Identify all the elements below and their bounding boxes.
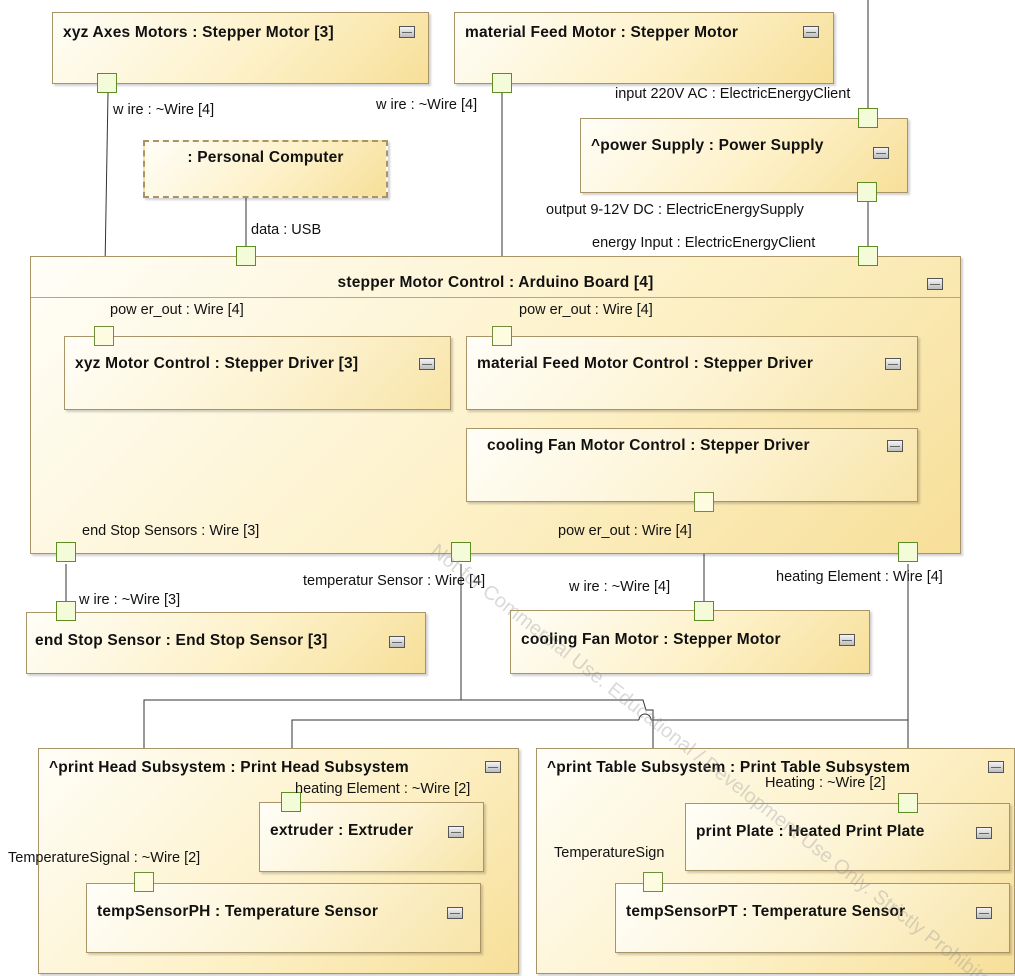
part-icon [839, 634, 855, 646]
port-label: input 220V AC : ElectricEnergyClient [615, 86, 851, 102]
part-title: ^print Table Subsystem : Print Table Sub… [547, 759, 911, 776]
part-icon [988, 761, 1004, 773]
port-ph-temperature-signal[interactable] [134, 872, 154, 892]
part-title: end Stop Sensor : End Stop Sensor [3] [35, 632, 328, 649]
part-icon [873, 147, 889, 159]
port-label: energy Input : ElectricEnergyClient [592, 235, 816, 251]
port-label: heating Element : ~Wire [2] [295, 781, 471, 797]
temp-sensor-pt-part[interactable]: tempSensorPT : Temperature Sensor [615, 883, 1010, 953]
port-end-stop-sensors[interactable] [56, 542, 76, 562]
port-label: w ire : ~Wire [4] [113, 102, 215, 118]
port-feed-power-out[interactable] [492, 326, 512, 346]
part-icon [885, 358, 901, 370]
part-title: ^power Supply : Power Supply [591, 137, 824, 154]
port-input-220v[interactable] [858, 108, 878, 128]
port-label: pow er_out : Wire [4] [558, 523, 692, 539]
part-icon [447, 907, 463, 919]
port-label: data : USB [251, 222, 322, 238]
part-title: stepper Motor Control : Arduino Board [4… [337, 274, 654, 291]
port-ph-heating-element[interactable] [281, 792, 301, 812]
port-fan-power-out[interactable] [694, 492, 714, 512]
part-icon [419, 358, 435, 370]
connector-heating-hop [638, 713, 652, 721]
port-label: temperatur Sensor : Wire [4] [303, 573, 486, 589]
port-output-dc[interactable] [857, 182, 877, 202]
part-icon [399, 26, 415, 38]
part-title: material Feed Motor Control : Stepper Dr… [477, 355, 814, 372]
port-xyz-power-out[interactable] [94, 326, 114, 346]
port-end-stop-wire[interactable] [56, 601, 76, 621]
port-pt-heating[interactable] [898, 793, 918, 813]
port-fan-wire[interactable] [694, 601, 714, 621]
material-feed-motor-control-part[interactable]: material Feed Motor Control : Stepper Dr… [466, 336, 918, 410]
part-icon [976, 907, 992, 919]
part-title: extruder : Extruder [270, 822, 414, 839]
part-icon [803, 26, 819, 38]
port-label: end Stop Sensors : Wire [3] [82, 523, 260, 539]
part-icon [887, 440, 903, 452]
extruder-part[interactable]: extruder : Extruder [259, 802, 484, 872]
cooling-fan-motor-control-part[interactable]: cooling Fan Motor Control : Stepper Driv… [466, 428, 918, 502]
part-title: ^print Head Subsystem : Print Head Subsy… [49, 759, 409, 776]
xyz-motor-control-part[interactable]: xyz Motor Control : Stepper Driver [3] [64, 336, 451, 410]
port-label: TemperatureSign [554, 845, 665, 861]
part-title: cooling Fan Motor Control : Stepper Driv… [487, 437, 810, 454]
part-title: xyz Axes Motors : Stepper Motor [3] [63, 24, 334, 41]
port-xyz-motors-wire[interactable] [97, 73, 117, 93]
port-data-usb[interactable] [236, 246, 256, 266]
part-title: : Personal Computer [187, 149, 344, 166]
port-label: w ire : ~Wire [4] [569, 579, 671, 595]
part-icon [448, 826, 464, 838]
cooling-fan-motor-part[interactable]: cooling Fan Motor : Stepper Motor [510, 610, 870, 674]
port-label: Heating : ~Wire [2] [765, 775, 886, 791]
xyz-axes-motors-part[interactable]: xyz Axes Motors : Stepper Motor [3] [52, 12, 429, 84]
port-label: output 9-12V DC : ElectricEnergySupply [546, 202, 804, 218]
material-feed-motor-part[interactable]: material Feed Motor : Stepper Motor [454, 12, 834, 84]
personal-computer-part[interactable]: : Personal Computer [143, 140, 388, 198]
port-heating-element[interactable] [898, 542, 918, 562]
compartment-separator [31, 297, 960, 298]
port-temperatur-sensor[interactable] [451, 542, 471, 562]
port-label: pow er_out : Wire [4] [110, 302, 244, 318]
print-plate-part[interactable]: print Plate : Heated Print Plate [685, 803, 1010, 871]
part-title: material Feed Motor : Stepper Motor [465, 24, 739, 41]
port-label: pow er_out : Wire [4] [519, 302, 653, 318]
part-title: print Plate : Heated Print Plate [696, 823, 925, 840]
port-label: heating Element : Wire [4] [776, 569, 943, 585]
part-title: cooling Fan Motor : Stepper Motor [521, 631, 781, 648]
port-pt-temperature-signal[interactable] [643, 872, 663, 892]
end-stop-sensor-part[interactable]: end Stop Sensor : End Stop Sensor [3] [26, 612, 426, 674]
part-title: tempSensorPT : Temperature Sensor [626, 903, 906, 920]
power-supply-part[interactable]: ^power Supply : Power Supply [580, 118, 908, 193]
port-feed-motor-wire[interactable] [492, 73, 512, 93]
part-icon [389, 636, 405, 648]
port-label: w ire : ~Wire [3] [79, 592, 181, 608]
part-title: tempSensorPH : Temperature Sensor [97, 903, 379, 920]
port-label: w ire : ~Wire [4] [376, 97, 478, 113]
part-icon [485, 761, 501, 773]
part-icon [976, 827, 992, 839]
port-label: TemperatureSignal : ~Wire [2] [8, 850, 201, 866]
part-title: xyz Motor Control : Stepper Driver [3] [75, 355, 359, 372]
port-energy-input[interactable] [858, 246, 878, 266]
part-icon [927, 278, 943, 290]
temp-sensor-ph-part[interactable]: tempSensorPH : Temperature Sensor [86, 883, 481, 953]
